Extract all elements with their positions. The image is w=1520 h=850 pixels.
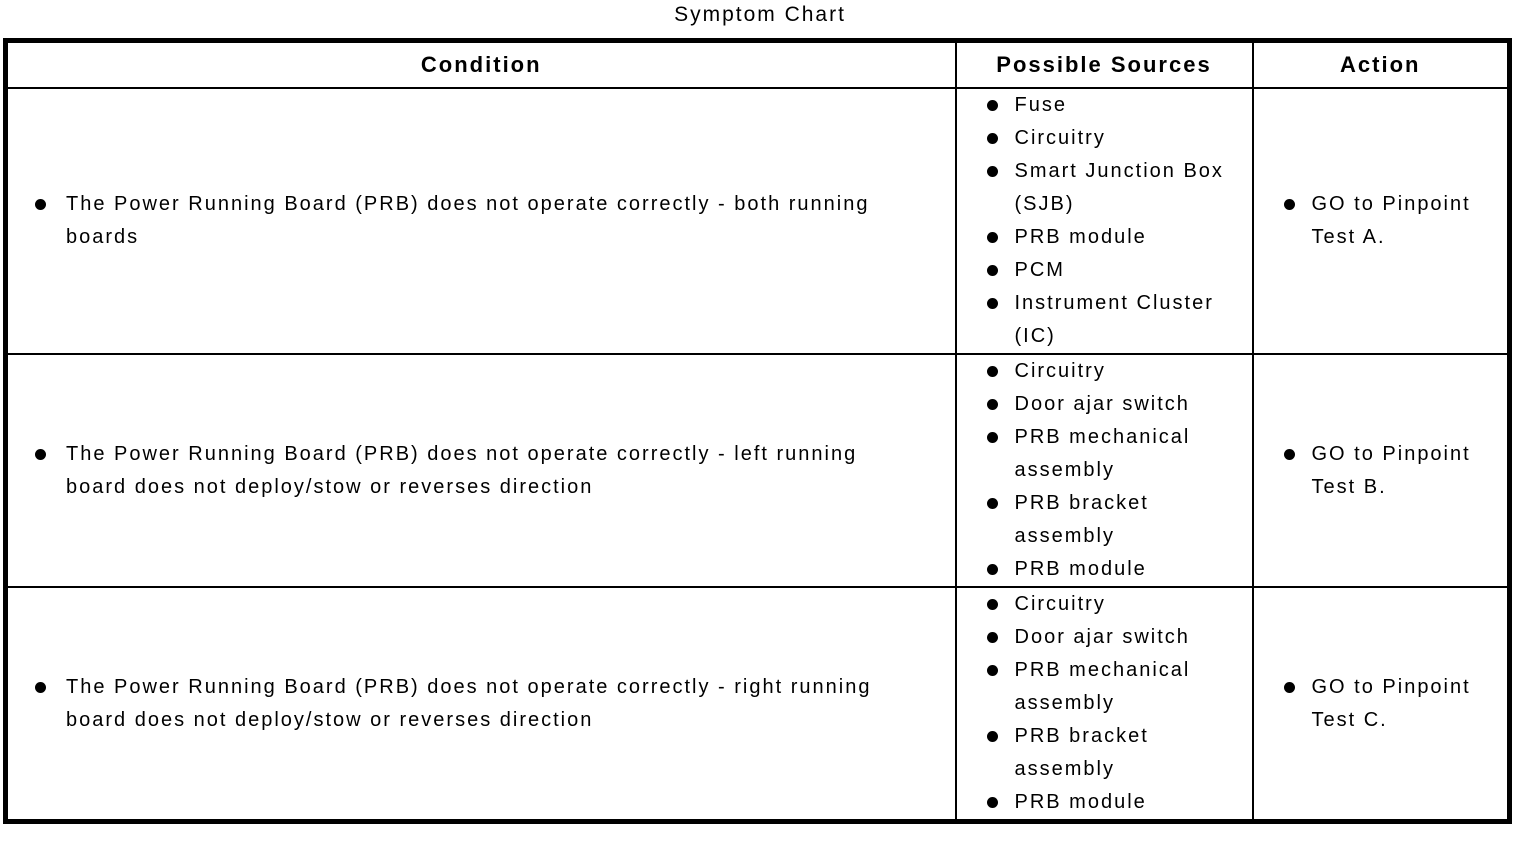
source-text: Circuitry xyxy=(1014,360,1106,382)
list-item: PRB module xyxy=(957,786,1252,819)
bullet-icon xyxy=(35,448,46,460)
header-row: Condition Possible Sources Action xyxy=(4,39,1511,89)
list-item: Circuitry xyxy=(957,355,1252,388)
bullet-icon xyxy=(986,797,998,808)
bullet-icon xyxy=(986,665,998,676)
list-item: GO to Pinpoint Test B. xyxy=(1254,438,1508,504)
condition-text: The Power Running Board (PRB) does not o… xyxy=(66,442,858,498)
source-text: PRB mechanical assembly xyxy=(1014,426,1191,481)
source-text: PRB module xyxy=(1014,791,1147,813)
bullet-icon xyxy=(1283,448,1295,460)
list-item: GO to Pinpoint Test A. xyxy=(1254,188,1508,254)
source-text: PRB module xyxy=(1014,226,1147,248)
action-cell: GO to Pinpoint Test A. xyxy=(1251,87,1511,355)
possible-sources-cell: Fuse Circuitry Smart Junction Box (SJB) … xyxy=(954,87,1254,355)
source-text: PRB mechanical assembly xyxy=(1014,659,1191,714)
list-item: Instrument Cluster (IC) xyxy=(957,287,1252,353)
table-row: The Power Running Board (PRB) does not o… xyxy=(4,586,1511,823)
list-item: PRB module xyxy=(957,553,1252,586)
list-item: GO to Pinpoint Test C. xyxy=(1254,671,1508,737)
source-text: Door ajar switch xyxy=(1014,626,1190,648)
action-text: GO to Pinpoint Test C. xyxy=(1311,675,1471,731)
bullet-icon xyxy=(986,166,998,177)
source-text: Instrument Cluster (IC) xyxy=(1014,292,1214,347)
page-title: Symptom Chart xyxy=(674,3,846,26)
possible-sources-cell: Circuitry Door ajar switch PRB mechanica… xyxy=(954,353,1254,588)
bullet-icon xyxy=(986,265,998,276)
table-row: The Power Running Board (PRB) does not o… xyxy=(4,87,1511,355)
list-item: PRB mechanical assembly xyxy=(957,421,1252,487)
list-item: Fuse xyxy=(957,89,1252,122)
list-item: Circuitry xyxy=(957,122,1252,155)
bullet-icon xyxy=(986,232,998,243)
possible-sources-cell: Circuitry Door ajar switch PRB mechanica… xyxy=(954,586,1254,823)
list-item: PCM xyxy=(957,254,1252,287)
source-text: PCM xyxy=(1014,259,1065,281)
condition-cell: The Power Running Board (PRB) does not o… xyxy=(4,353,957,588)
action-text: GO to Pinpoint Test A. xyxy=(1311,193,1471,248)
list-item: The Power Running Board (PRB) does not o… xyxy=(8,188,955,254)
bullet-icon xyxy=(35,199,46,210)
list-item: The Power Running Board (PRB) does not o… xyxy=(8,438,955,504)
bullet-icon xyxy=(35,681,46,693)
condition-cell: The Power Running Board (PRB) does not o… xyxy=(4,586,957,823)
list-item: PRB bracket assembly xyxy=(957,720,1252,786)
action-cell: GO to Pinpoint Test B. xyxy=(1251,353,1511,588)
list-item: PRB module xyxy=(957,221,1252,254)
bullet-icon xyxy=(986,498,998,509)
source-text: Circuitry xyxy=(1014,593,1106,615)
bullet-icon xyxy=(1283,681,1295,693)
condition-cell: The Power Running Board (PRB) does not o… xyxy=(4,87,957,355)
list-item: PRB bracket assembly xyxy=(957,487,1252,553)
condition-text: The Power Running Board (PRB) does not o… xyxy=(66,675,872,731)
list-item: Smart Junction Box (SJB) xyxy=(957,155,1252,221)
bullet-icon xyxy=(986,133,998,144)
list-item: Door ajar switch xyxy=(957,621,1252,654)
bullet-icon xyxy=(986,298,998,309)
bullet-icon xyxy=(986,100,998,111)
table-row: The Power Running Board (PRB) does not o… xyxy=(4,353,1511,588)
bullet-icon xyxy=(986,564,998,575)
column-header-condition: Condition xyxy=(4,39,957,89)
symptom-chart-table: Condition Possible Sources Action The Po… xyxy=(3,38,1512,824)
source-text: Smart Junction Box (SJB) xyxy=(1014,160,1224,215)
bullet-icon xyxy=(986,399,998,410)
source-text: PRB module xyxy=(1014,558,1147,580)
source-text: PRB bracket assembly xyxy=(1014,725,1149,780)
action-text: GO to Pinpoint Test B. xyxy=(1311,442,1471,498)
condition-text: The Power Running Board (PRB) does not o… xyxy=(66,193,870,248)
bullet-icon xyxy=(986,432,998,443)
column-header-possible-sources: Possible Sources xyxy=(954,39,1254,89)
list-item: PRB mechanical assembly xyxy=(957,654,1252,720)
list-item: The Power Running Board (PRB) does not o… xyxy=(8,671,955,737)
bullet-icon xyxy=(1283,199,1295,210)
source-text: Door ajar switch xyxy=(1014,393,1190,415)
list-item: Circuitry xyxy=(957,588,1252,621)
source-text: Circuitry xyxy=(1014,127,1106,149)
column-header-action: Action xyxy=(1251,39,1511,89)
bullet-icon xyxy=(986,731,998,742)
bullet-icon xyxy=(986,632,998,643)
source-text: PRB bracket assembly xyxy=(1014,492,1149,547)
source-text: Fuse xyxy=(1014,94,1067,116)
action-cell: GO to Pinpoint Test C. xyxy=(1251,586,1511,823)
list-item: Door ajar switch xyxy=(957,388,1252,421)
bullet-icon xyxy=(986,366,998,377)
bullet-icon xyxy=(986,599,998,610)
